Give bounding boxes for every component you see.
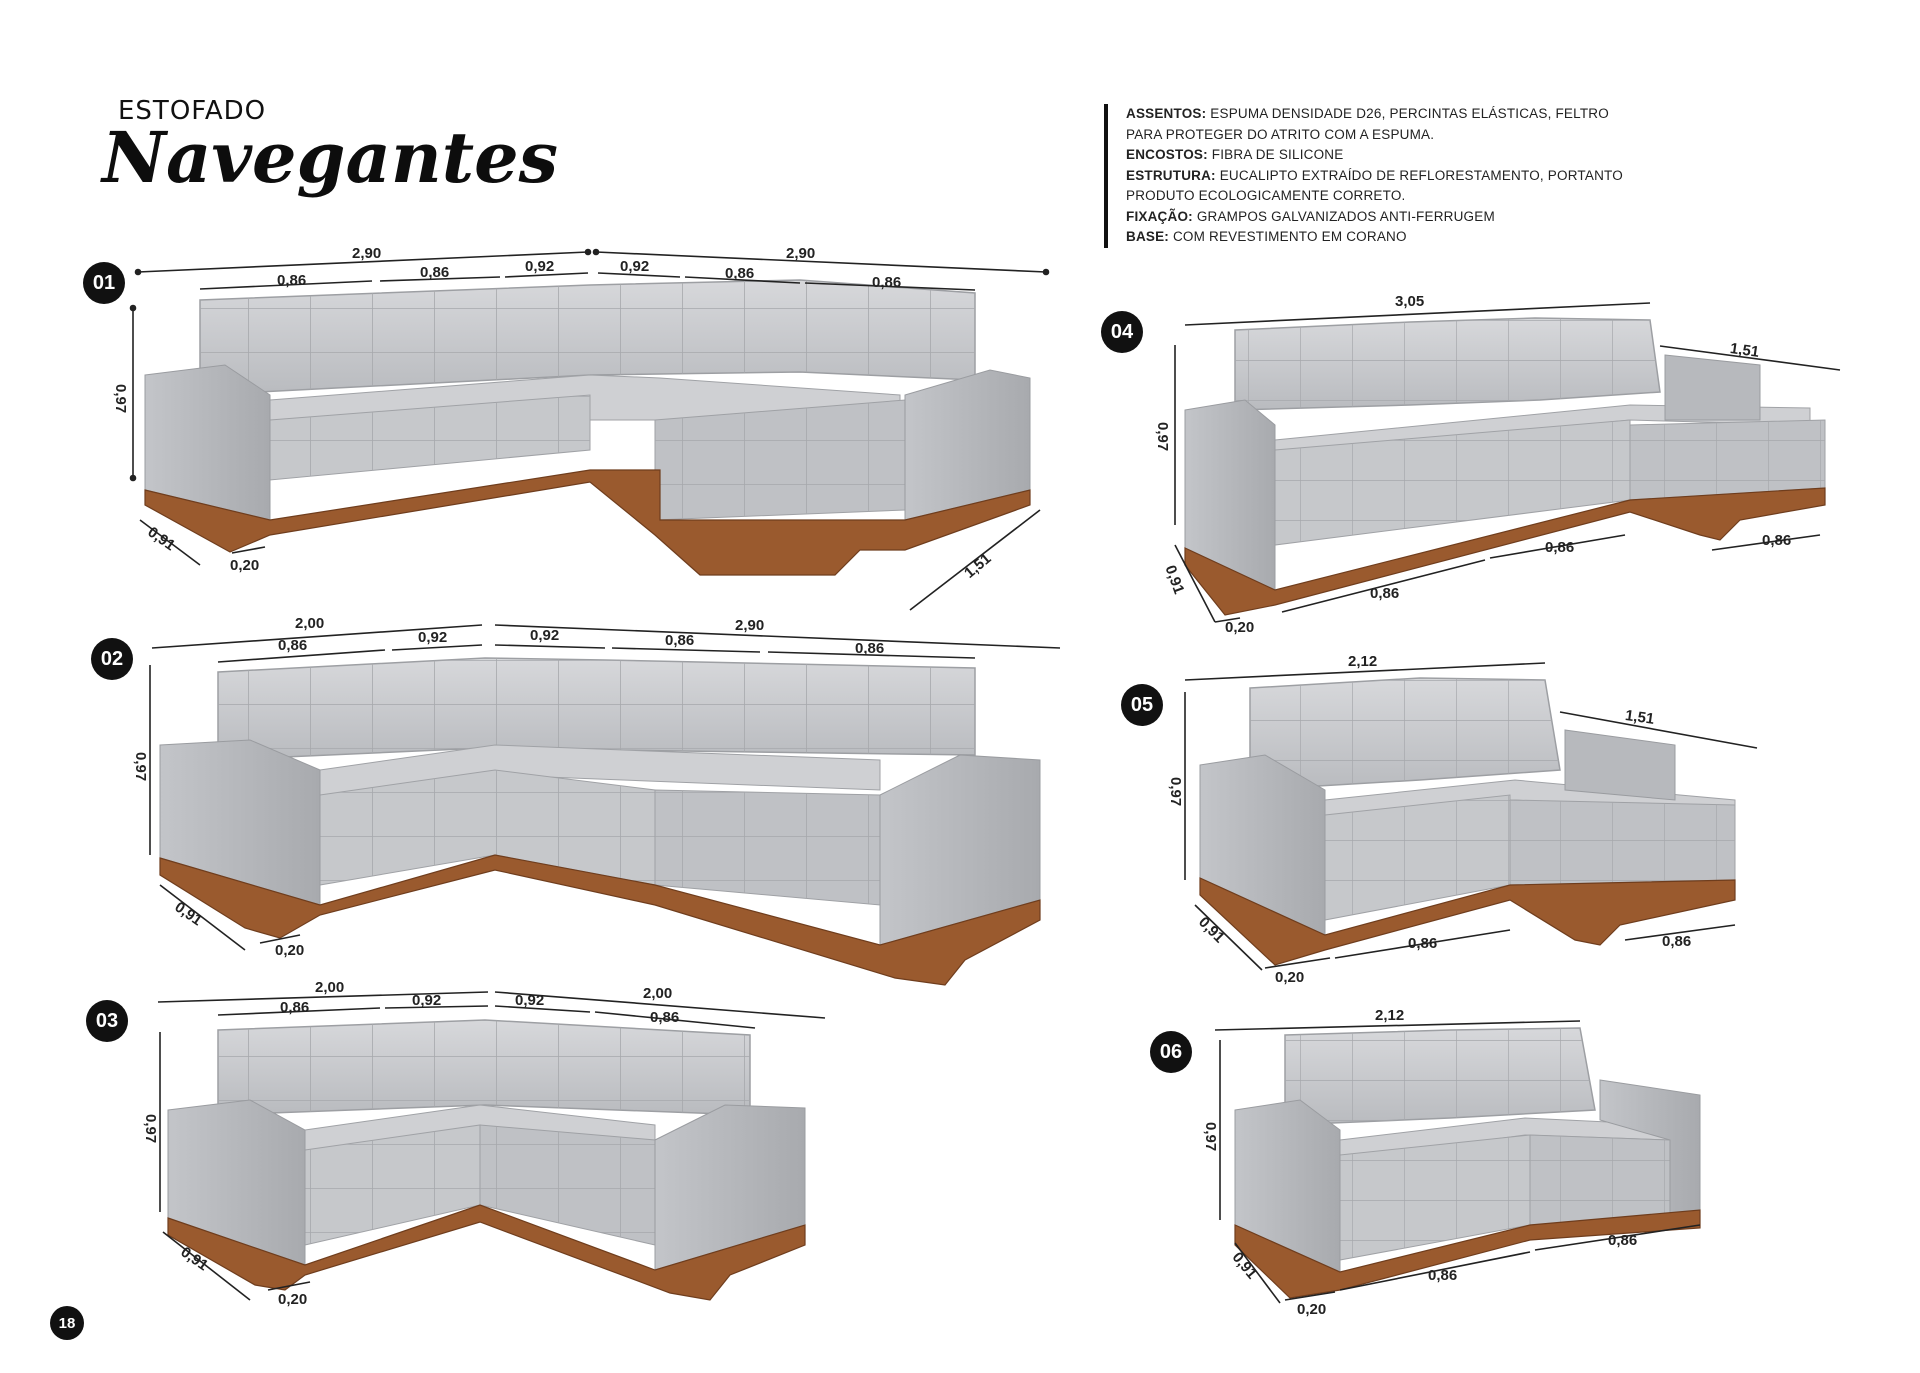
sofa-model-02 (159, 657, 1041, 986)
dim-label: 0,92 (530, 627, 559, 644)
dim-label: 0,97 (1202, 1122, 1219, 1151)
dim-label: 2,90 (786, 245, 815, 262)
dim-label: 0,92 (525, 258, 554, 275)
sofa-model-04 (1184, 317, 1826, 616)
dim-label: 0,91 (172, 899, 206, 930)
dim-label: 0,92 (515, 992, 544, 1009)
dim-label: 0,86 (277, 272, 306, 289)
dim-label: 2,90 (352, 245, 381, 262)
dim-label: 0,92 (418, 629, 447, 646)
dim-label: 0,86 (1762, 532, 1791, 549)
dim-label: 2,12 (1375, 1007, 1404, 1024)
dim-label: 0,86 (1545, 539, 1574, 556)
dim-label: 1,51 (961, 550, 994, 582)
dim-label: 0,20 (275, 942, 304, 959)
product-title: Navegantes (102, 116, 559, 199)
dim-label: 0,86 (280, 999, 309, 1016)
sofa-model-01 (144, 279, 1031, 576)
spec-line: ENCOSTOS: FIBRA DE SILICONE (1126, 147, 1344, 162)
dim-label: 2,12 (1348, 653, 1377, 670)
dim-label: 0,91 (1195, 914, 1228, 947)
model-badge-06: 06 (1150, 1031, 1192, 1073)
dim-label: 0,86 (650, 1009, 679, 1026)
spec-line: BASE: COM REVESTIMENTO EM CORANO (1126, 229, 1407, 244)
sofa-model-05 (1199, 677, 1736, 966)
dim-label: 0,91 (1162, 563, 1188, 596)
dim-label: 0,20 (1275, 969, 1304, 986)
spec-line: FIXAÇÃO: GRAMPOS GALVANIZADOS ANTI-FERRU… (1126, 208, 1495, 224)
dim-label: 2,00 (315, 979, 344, 996)
model-badge-04: 04 (1101, 311, 1143, 353)
dim-label: 0,97 (112, 384, 129, 413)
model-badge-05: 05 (1121, 684, 1163, 726)
dim-label: 0,86 (725, 265, 754, 282)
spec-list: ASSENTOS: ESPUMA DENSIDADE D26, PERCINTA… (1104, 104, 1686, 248)
spec-line: PRODUTO ECOLOGICAMENTE CORRETO. (1126, 188, 1406, 203)
dim-label: 3,05 (1395, 293, 1424, 310)
dim-label: 0,86 (1608, 1232, 1637, 1249)
dim-label: 0,86 (278, 637, 307, 654)
dim-label: 0,86 (1662, 933, 1691, 950)
spec-line: ESTRUTURA: EUCALIPTO EXTRAÍDO DE REFLORE… (1126, 167, 1623, 183)
sofa-model-03 (167, 1019, 806, 1301)
dim-label: 0,86 (872, 274, 901, 291)
catalog-kicker: ESTOFADO (118, 96, 267, 126)
dim-label: 2,90 (735, 617, 764, 634)
dim-label: 0,97 (1167, 777, 1184, 806)
model-badge-03: 03 (86, 1000, 128, 1042)
dim-label: 0,91 (145, 524, 179, 555)
model-badge-02: 02 (91, 638, 133, 680)
dim-label: 0,86 (1370, 585, 1399, 602)
page-number: 18 (50, 1306, 84, 1340)
dim-label: 0,86 (855, 640, 884, 657)
model-badge-01: 01 (83, 262, 125, 304)
dim-label: 2,00 (295, 615, 324, 632)
sofa-model-06 (1234, 1027, 1701, 1299)
dim-label: 0,86 (1428, 1267, 1457, 1284)
spec-line: PARA PROTEGER DO ATRITO COM A ESPUMA. (1126, 126, 1435, 142)
dim-label: 0,20 (278, 1291, 307, 1308)
dim-label: 0,20 (230, 557, 259, 574)
dim-label: 0,86 (665, 632, 694, 649)
dim-label: 0,20 (1297, 1301, 1326, 1318)
dim-label: 0,86 (1408, 935, 1437, 952)
dim-label: 0,86 (420, 264, 449, 281)
dim-label: 1,51 (1624, 707, 1655, 728)
dim-label: 0,97 (142, 1114, 159, 1143)
dim-label: 0,92 (412, 992, 441, 1009)
spec-line: ASSENTOS: ESPUMA DENSIDADE D26, PERCINTA… (1126, 106, 1609, 121)
dim-label: 0,97 (132, 752, 149, 781)
dim-label: 1,51 (1729, 340, 1760, 361)
dim-label: 0,20 (1225, 619, 1254, 636)
dimension-lines (129, 248, 1841, 1304)
dim-label: 2,00 (643, 985, 672, 1002)
dim-label: 0,97 (1154, 422, 1171, 451)
dim-label: 0,92 (620, 258, 649, 275)
